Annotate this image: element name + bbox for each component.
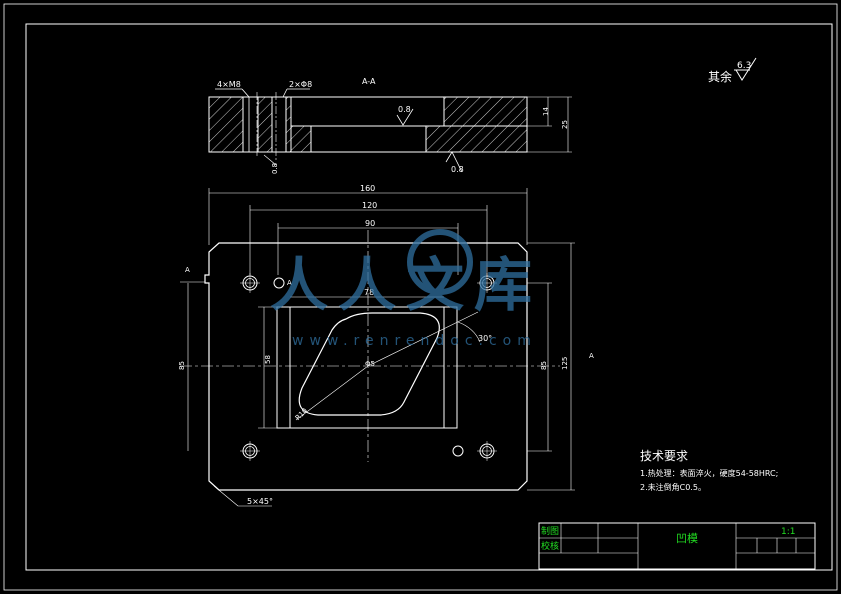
hole-note-pin: 2×Φ8: [289, 80, 312, 89]
section-mark-right: A: [589, 352, 594, 360]
surface-finish-value: 6.3: [737, 61, 751, 71]
watermark: 人人文库 www.renrendoc.com: [270, 229, 542, 349]
dim-radius: R10: [294, 407, 309, 422]
tech-requirements: 技术要求 1.热处理：表面淬火，硬度54-58HRC; 2.未注倒角C0.5。: [640, 449, 778, 492]
watermark-text: 人人文库: [270, 251, 542, 319]
section-mark-hole: A: [287, 279, 292, 287]
section-title: A-A: [362, 77, 376, 86]
section-view: A-A 4×M8 2×Φ8 0.8 0.8 0.8: [208, 77, 572, 174]
part-name: 凹模: [676, 532, 698, 545]
surface-finish: 其余 6.3: [708, 57, 757, 84]
mounting-holes: [240, 273, 497, 461]
tech-title: 技术要求: [640, 449, 688, 463]
surface-finish-label: 其余: [708, 69, 732, 84]
dim-width-pocket: 90: [365, 219, 375, 228]
dim-small-section: 0.8: [271, 163, 279, 174]
checked-label: 校核: [541, 540, 559, 552]
watermark-url: www.renrendoc.com: [292, 333, 537, 349]
title-block: 制图 校核 凹模 1:1: [538, 522, 816, 570]
outer-frame: [3, 3, 838, 591]
tech-item-2: 2.未注倒角C0.5。: [640, 482, 706, 492]
section-mark-left: A: [185, 266, 190, 274]
dim-height-overall: 125: [561, 357, 569, 370]
dim-center: Φ5: [365, 360, 375, 368]
dim-thickness: 25: [561, 120, 569, 129]
inner-frame: [25, 23, 833, 571]
watermark-logo-icon: [407, 229, 473, 295]
dim-depth: 14: [542, 107, 550, 116]
dim-width-overall: 160: [360, 184, 375, 193]
tech-item-1: 1.热处理：表面淬火，硬度54-58HRC;: [640, 468, 778, 478]
hole-note-m8: 4×M8: [217, 80, 241, 89]
drawn-label: 制图: [541, 525, 559, 537]
dim-height-holes: 85: [178, 361, 186, 370]
dim-angle: 30°: [478, 334, 492, 343]
dim-pocket-inner: 78: [364, 288, 374, 297]
roughness-top: 0.8: [398, 105, 411, 114]
roughness-bottom: 0.8: [451, 165, 464, 174]
scale-value: 1:1: [781, 527, 795, 537]
chamfer-note: 5×45°: [247, 497, 273, 506]
plan-view: 160 120 90 78 30° R10 Φ5: [178, 184, 594, 507]
dim-width-holes: 120: [362, 201, 377, 210]
dim-height-inner: 85: [540, 361, 548, 370]
dim-height-pocket: 58: [264, 355, 272, 364]
